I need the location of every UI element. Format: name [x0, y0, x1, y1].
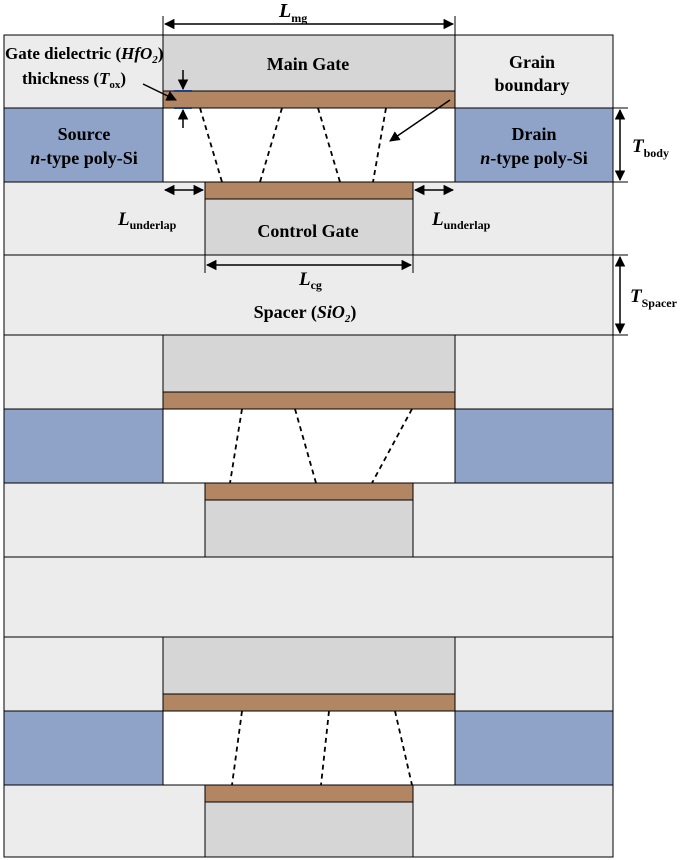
- source-type-label: n-type poly-Si: [30, 148, 138, 168]
- top-right-oxide: [454, 636, 614, 712]
- control-gate-dielectric: [204, 784, 414, 803]
- top-left-oxide: [3, 636, 164, 712]
- grain-boundary-line: [231, 710, 243, 786]
- control-gate-label: Control Gate: [257, 221, 358, 241]
- drain-region: [454, 408, 614, 484]
- control-gate: [204, 801, 414, 858]
- main-gate-dielectric: [162, 90, 456, 109]
- main-gate: [162, 636, 456, 695]
- source-region: [3, 408, 164, 484]
- top-right-oxide: [454, 34, 614, 109]
- l-cg-label: Lcg: [298, 269, 322, 292]
- control-gate-dielectric: [204, 482, 414, 501]
- device-unit-3: [3, 636, 614, 858]
- main-gate-dielectric: [162, 391, 456, 410]
- control-gate-dielectric: [204, 181, 414, 200]
- source-region: [3, 107, 164, 183]
- drain-region: [454, 710, 614, 786]
- grain-boundary-line: [294, 408, 317, 484]
- grain-boundary-pointer: [389, 99, 451, 142]
- device-unit-2: [3, 334, 614, 638]
- text-labels: Lmg Gate dielectric (HfO2) thickness (To…: [5, 0, 678, 325]
- thickness-label: thickness (Tox): [22, 69, 126, 91]
- spacer-layer: [3, 556, 614, 638]
- channel-region: [162, 107, 456, 183]
- main-gate: [162, 34, 456, 92]
- main-gate-label: Main Gate: [267, 54, 350, 74]
- drain-region: [454, 107, 614, 183]
- grain-boundary-line: [229, 408, 243, 484]
- source-region: [3, 710, 164, 786]
- control-gate: [204, 198, 414, 256]
- grain-boundary-label-line1: Grain: [509, 52, 555, 72]
- spacer-label: Spacer (SiO2): [254, 302, 357, 325]
- t-body-label: Tbody: [632, 136, 669, 160]
- top-left-oxide: [3, 34, 164, 109]
- control-gate: [204, 499, 414, 558]
- top-right-oxide: [454, 334, 614, 410]
- bottom-left-oxide: [3, 482, 206, 558]
- l-underlap-left-label: Lunderlap: [117, 209, 177, 232]
- spacer-layer: [3, 254, 614, 336]
- dimension-annotations: [142, 16, 628, 336]
- bottom-right-oxide: [412, 784, 614, 858]
- top-left-oxide: [3, 334, 164, 410]
- l-underlap-right-label: Lunderlap: [431, 209, 491, 232]
- bottom-left-oxide: [3, 784, 206, 858]
- bottom-right-oxide: [412, 482, 614, 558]
- grain-boundary-line: [394, 710, 413, 786]
- drain-type-label: n-type poly-Si: [480, 148, 588, 168]
- grain-boundary-line: [320, 710, 330, 786]
- channel-region: [162, 408, 456, 484]
- grain-boundary-line: [317, 107, 341, 183]
- main-gate-dielectric: [162, 693, 456, 712]
- t-ox-leader: [142, 83, 177, 101]
- main-gate: [162, 334, 456, 393]
- grain-boundary-label-line2: boundary: [494, 75, 569, 95]
- t-spacer-label: TSpacer: [630, 286, 678, 310]
- l-mg-label: Lmg: [278, 0, 307, 25]
- device-unit-1: [3, 34, 614, 336]
- grain-boundary-line: [199, 107, 223, 183]
- grain-boundary-line: [372, 107, 387, 183]
- channel-region: [162, 710, 456, 786]
- source-label: Source: [58, 124, 111, 144]
- gate-dielectric-label: Gate dielectric (HfO2): [5, 44, 163, 66]
- grain-boundary-line: [259, 107, 283, 183]
- drain-label: Drain: [512, 124, 557, 144]
